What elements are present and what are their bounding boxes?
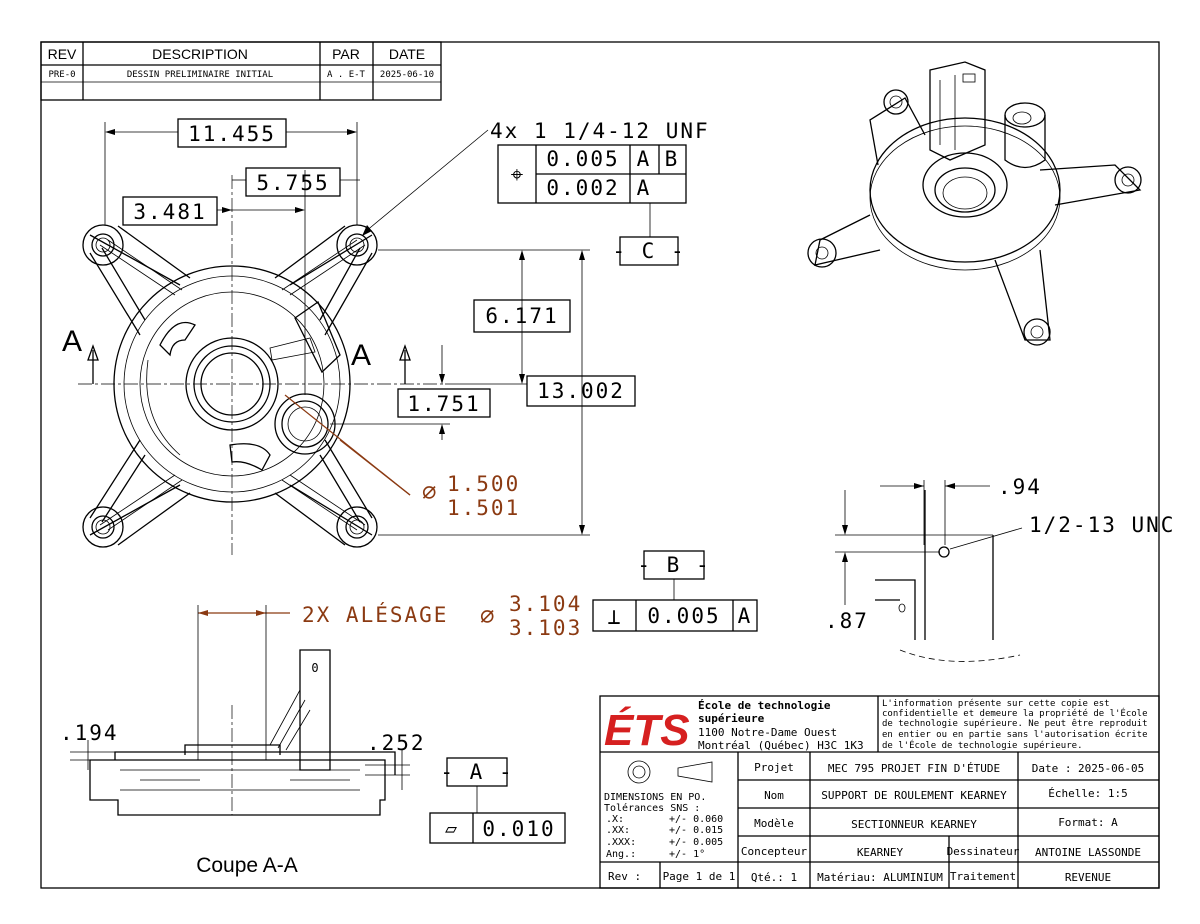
fcf-position-ref-b: B [665,147,680,171]
isometric-view [807,61,1142,346]
front-view-dimensions: 11.455 5.755 3.481 6.171 13.002 1.751 [62,118,636,536]
alesage-diameter-symbol: ∅ [480,602,496,630]
confidential-line-4: en entier ou en partie sans l'autorisati… [882,729,1148,740]
concepteur-value: KEARNEY [857,846,904,859]
dim-087: .87 [825,609,869,633]
front-view [78,175,445,555]
tol-label-ang: Ang.: [606,849,636,860]
qte-value: Qté.: 1 [751,871,797,884]
thread-callout: 4x 1 1/4-12 UNF ⌖ 0.005 A B 0.002 A - C … [362,119,710,266]
nom-label: Nom [764,789,784,802]
confidential-line-3: de technologie supérieure. Ne peut être … [882,718,1148,729]
projet-label: Projet [754,761,794,774]
address-2: Montréal (Québec) H3C 1K3 [698,739,864,752]
perpendicularity-tolerance: 0.005 [647,604,720,628]
dim-11455: 11.455 [188,122,276,146]
bore-diameter-symbol: ∅ [422,478,438,506]
tolerances-title: Tolérances SNS : [604,802,700,814]
date-value: Date : 2025-06-05 [1032,762,1145,775]
alesage-max: 3.104 [509,592,582,616]
title-block: ÉTS École de technologie supérieure 1100… [599,695,1160,889]
tol-value-xx: +/- 0.015 [669,825,723,836]
address-1: 1100 Notre-Dame Ouest [698,726,837,739]
tol-value-x: +/- 0.060 [669,814,723,825]
concepteur-label: Concepteur [741,845,808,858]
rev-cell: PRE-0 [48,70,75,80]
fcf-position-tolerance: 0.005 [546,147,619,171]
tol-label-x: .X: [606,814,624,825]
nom-value: SUPPORT DE ROULEMENT KEARNEY [821,789,1007,802]
units-title: DIMENSIONS EN PO. [604,792,706,803]
dim-1751: 1.751 [407,392,480,416]
echelle-value: Échelle: 1:5 [1048,787,1127,800]
modele-label: Modèle [754,817,794,830]
flatness-symbol: ▱ [445,816,457,840]
perpendicularity-ref: A [738,604,753,628]
alesage-label: 2X ALÉSAGE [302,602,448,627]
description-header: DESCRIPTION [152,46,248,62]
detail-mark: 0 [311,661,318,675]
date-header: DATE [389,46,425,62]
school-name-2: supérieure [698,712,765,725]
traitement-label: Traitement [950,870,1016,883]
bore-max: 1.501 [447,496,520,520]
par-cell: A . E-T [327,70,366,80]
dim-3481: 3.481 [133,200,206,224]
section-title: Coupe A-A [196,854,298,877]
datum-c: - C - [612,239,685,263]
revision-table: REV DESCRIPTION PAR DATE PRE-0 DESSIN PR… [40,41,442,101]
bore-callout: ∅ 1.500 1.501 [284,394,520,520]
dim-0252: .252 [367,731,426,755]
traitement-value: REVENUE [1065,871,1111,884]
date-cell: 2025-06-10 [380,70,434,80]
detail-view: .94 .87 1/2-13 UNC [825,475,1175,662]
description-cell: DESSIN PRELIMINAIRE INITIAL [127,70,273,80]
dim-0194: .194 [60,721,119,745]
datum-a: - A - [440,760,513,784]
datum-b: - B - [637,553,710,577]
confidential-line-2: confidentielle et demeure la propriété d… [882,707,1148,719]
tol-value-xxx: +/- 0.005 [669,837,723,848]
perpendicularity-symbol: ⊥ [607,605,620,630]
bore-min: 1.500 [447,472,520,496]
flatness-tolerance: 0.010 [482,817,555,841]
par-header: PAR [332,46,360,62]
dessinateur-label: Dessinateur [947,845,1020,858]
alesage-callout: - B - 2X ALÉSAGE ∅ 3.104 3.103 ⊥ 0.005 A [197,550,758,760]
section-view: 0 .194 .252 - A - ▱ 0.010 Coupe A-A [60,649,566,877]
confidential-line-5: de l'École de technologie supérieure. [882,739,1082,751]
dim-5755: 5.755 [256,171,329,195]
confidential-line-1: L'information présente sur cette copie e… [882,698,1110,709]
ets-logo: ÉTS [604,705,690,755]
position-symbol: ⌖ [511,163,523,188]
rev-header: REV [48,46,77,62]
page-value: Page 1 de 1 [663,870,736,883]
tol-label-xx: .XX: [606,825,630,836]
school-name-1: École de technologie [698,699,831,712]
materiau-value: Matériau: ALUMINIUM [817,871,943,884]
thread-main-label: 4x 1 1/4-12 UNF [490,119,710,143]
rev-label: Rev : [608,870,641,883]
dim-13002: 13.002 [537,379,625,403]
fcf-position-ref-a: A [637,147,652,171]
format-value: Format: A [1058,816,1118,829]
projection-symbol-circle [627,760,651,784]
dim-094: .94 [998,475,1042,499]
dim-6171: 6.171 [485,304,558,328]
tol-value-ang: +/- 1° [669,849,705,860]
projet-value: MEC 795 PROJET FIN D'ÉTUDE [828,762,1000,775]
fcf-refine-tolerance: 0.002 [546,176,619,200]
alesage-min: 3.103 [509,616,582,640]
modele-value: SECTIONNEUR KEARNEY [851,818,977,831]
thread-small-label: 1/2-13 UNC [1029,513,1175,537]
section-arrow-left-label: A [62,325,82,358]
dessinateur-value: ANTOINE LASSONDE [1035,846,1141,859]
projection-symbol-cone [677,761,713,783]
tol-label-xxx: .XXX: [606,837,636,848]
section-arrow-right-label: A [351,339,371,372]
fcf-refine-ref: A [637,176,652,200]
